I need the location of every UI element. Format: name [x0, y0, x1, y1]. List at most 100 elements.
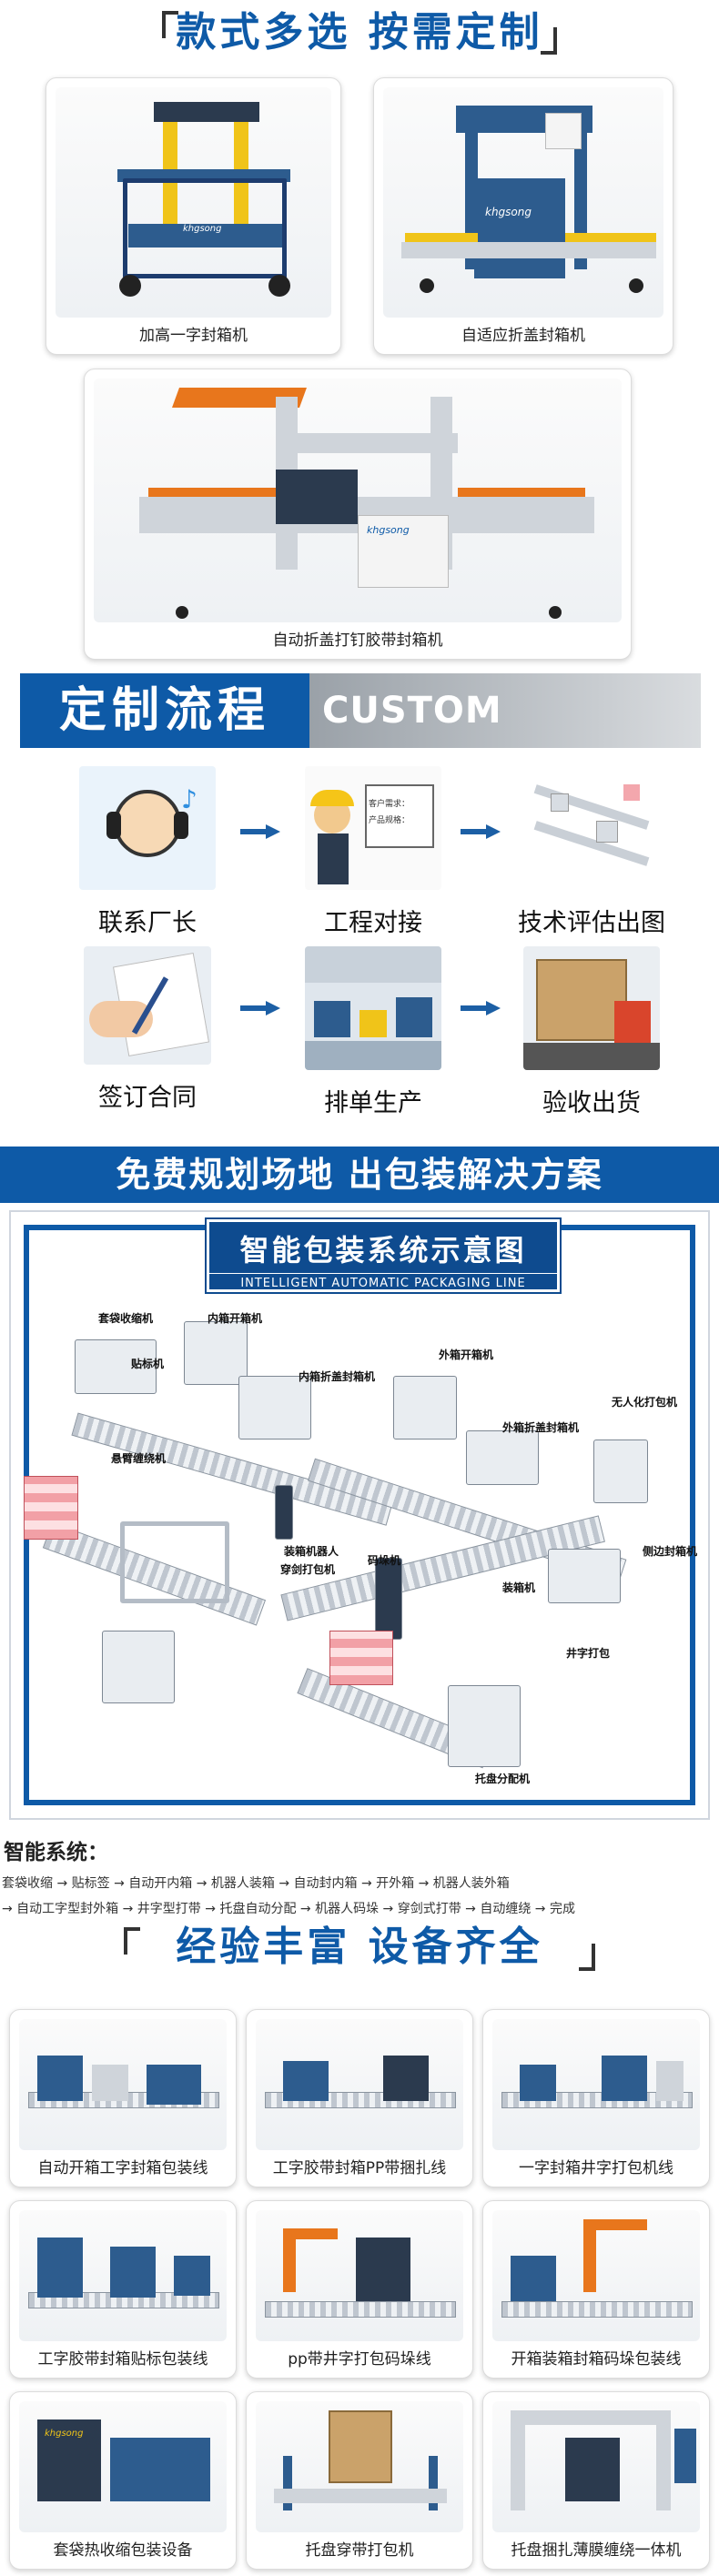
- line-caption: 一字封箱井字打包机线: [519, 2159, 673, 2177]
- diagram-label: 无人化打包机: [612, 1396, 678, 1409]
- system-flow-line-1: 套袋收缩 → 贴标签 → 自动开内箱 → 机器人装箱 → 自动封内箱 → 开外箱…: [2, 1876, 510, 1891]
- step-label: 排单生产: [324, 1089, 422, 1117]
- diagram-label: 装箱机: [502, 1581, 536, 1594]
- line-caption: pp带井字打包码垛线: [288, 2350, 431, 2369]
- factory-production-icon: [305, 946, 441, 1070]
- section-heading-styles-text: 款式多选 按需定制: [176, 9, 543, 56]
- contract-signing-icon: [84, 946, 211, 1065]
- diagram-label: 外箱折盖封箱机: [502, 1421, 580, 1434]
- line-caption: 自动开箱工字封箱包装线: [37, 2159, 208, 2177]
- engineer-presentation-icon: 客户需求： 产品规格：: [305, 766, 441, 890]
- step-label: 联系厂长: [98, 909, 197, 937]
- bracket-right-icon: [579, 1944, 595, 1971]
- diagram-title-zh: 智能包装系统示意图: [239, 1233, 527, 1268]
- line-card-9[interactable]: 托盘捆扎薄膜缠绕一体机: [482, 2391, 710, 2570]
- arrow-right-icon: [461, 824, 502, 839]
- machine-card-raised-sealer[interactable]: khgsong 加高一字封箱机: [46, 77, 341, 355]
- line-image: [492, 2019, 700, 2150]
- line-image: [492, 2401, 700, 2532]
- diagram-label: 内箱折盖封箱机: [299, 1370, 376, 1383]
- brand-logo: khgsong: [485, 206, 532, 218]
- packaging-line-diagram: 智能包装系统示意图 INTELLIGENT AUTOMATIC PACKAGIN…: [9, 1210, 710, 1820]
- line-caption: 开箱装箱封箱码垛包装线: [511, 2350, 682, 2369]
- planning-banner: 免费规划场地 出包装解决方案: [0, 1147, 719, 1203]
- section-heading-experience: 经验丰富 设备齐全: [0, 1922, 719, 1973]
- line-card-7[interactable]: khgsong 套袋热收缩包装设备: [9, 2391, 237, 2570]
- line-image: [256, 2019, 463, 2150]
- brand-logo: khgsong: [45, 2429, 84, 2439]
- process-step-evaluation: 技术评估出图: [501, 766, 683, 938]
- machine-caption: 加高一字封箱机: [139, 327, 248, 345]
- diagram-label: 托盘分配机: [475, 1773, 531, 1785]
- step-label: 技术评估出图: [518, 909, 665, 937]
- brand-logo: khgsong: [367, 524, 410, 536]
- system-title: 智能系统：: [4, 1841, 108, 1864]
- arrow-right-icon: [461, 1001, 502, 1015]
- line-caption: 工字胶带封箱贴标包装线: [37, 2350, 208, 2369]
- process-title-en: CUSTOM PROCESS: [309, 673, 701, 806]
- custom-process-banner: 定制流程 CUSTOM PROCESS: [20, 673, 701, 806]
- line-card-2[interactable]: 工字胶带封箱PP带捆扎线: [246, 2009, 473, 2187]
- process-title-zh: 定制流程: [20, 673, 309, 748]
- line-image: [19, 2210, 227, 2341]
- system-flow-line-2: → 自动工字型封外箱 → 井字型打带 → 托盘自动分配 → 机器人码垛 → 穿剑…: [2, 1902, 575, 1916]
- machine-image: khgsong: [94, 379, 622, 622]
- line-image: khgsong: [19, 2401, 227, 2532]
- line-image: [256, 2210, 463, 2341]
- bracket-left-icon: [124, 1927, 140, 1955]
- section-heading-styles: 款式多选 按需定制: [0, 7, 719, 58]
- line-caption: 托盘捆扎薄膜缠绕一体机: [511, 2541, 682, 2560]
- shipping-truck-icon: [523, 946, 660, 1070]
- diagram-label: 码垛机: [368, 1554, 401, 1567]
- technical-drawing-icon: [523, 766, 660, 890]
- diagram-title: 智能包装系统示意图 INTELLIGENT AUTOMATIC PACKAGIN…: [205, 1217, 562, 1304]
- process-step-contact: ♪ 联系厂长: [56, 766, 238, 938]
- section-heading-experience-text: 经验丰富 设备齐全: [176, 1924, 543, 1970]
- diagram-label: 穿剑打包机: [280, 1563, 336, 1576]
- machine-caption: 自适应折盖封箱机: [461, 327, 585, 345]
- line-image: [256, 2401, 463, 2532]
- machine-image: khgsong: [383, 87, 663, 318]
- step-label: 签订合同: [98, 1084, 197, 1112]
- diagram-label: 套袋收缩机: [98, 1312, 154, 1325]
- diagram-label: 外箱开箱机: [439, 1349, 494, 1361]
- diagram-label: 装箱机器人: [284, 1545, 339, 1558]
- line-caption: 工字胶带封箱PP带捆扎线: [272, 2159, 447, 2177]
- arrow-right-icon: [240, 1001, 282, 1015]
- process-step-contract: 签订合同: [56, 946, 238, 1113]
- process-step-engineering: 客户需求： 产品规格： 工程对接: [282, 766, 464, 938]
- diagram-label: 内箱开箱机: [208, 1312, 263, 1325]
- board-text-1: 客户需求：: [369, 800, 410, 809]
- line-card-8[interactable]: 托盘穿带打包机: [246, 2391, 473, 2570]
- bracket-left-icon: [162, 11, 178, 38]
- process-step-production: 排单生产: [282, 946, 464, 1118]
- brand-logo: khgsong: [183, 224, 222, 234]
- line-card-3[interactable]: 一字封箱井字打包机线: [482, 2009, 710, 2187]
- headset-support-icon: ♪: [79, 766, 216, 890]
- diagram-title-en: INTELLIGENT AUTOMATIC PACKAGING LINE DIA…: [209, 1273, 557, 1304]
- line-caption: 托盘穿带打包机: [305, 2541, 414, 2560]
- diagram-label: 贴标机: [131, 1358, 165, 1370]
- line-caption: 套袋热收缩包装设备: [53, 2541, 193, 2560]
- line-card-6[interactable]: 开箱装箱封箱码垛包装线: [482, 2200, 710, 2379]
- line-card-4[interactable]: 工字胶带封箱贴标包装线: [9, 2200, 237, 2379]
- machine-caption: 自动折盖打钉胶带封箱机: [272, 631, 443, 650]
- bracket-right-icon: [541, 27, 557, 55]
- step-label: 工程对接: [324, 909, 422, 937]
- process-step-shipping: 验收出货: [501, 946, 683, 1118]
- line-image: [19, 2019, 227, 2150]
- line-card-5[interactable]: pp带井字打包码垛线: [246, 2200, 473, 2379]
- line-image: [492, 2210, 700, 2341]
- diagram-label: 悬臂缠绕机: [111, 1452, 167, 1465]
- machine-card-auto-fold-stapler[interactable]: khgsong 自动折盖打钉胶带封箱机: [84, 369, 632, 660]
- machine-card-adaptive-sealer[interactable]: khgsong 自适应折盖封箱机: [373, 77, 673, 355]
- diagram-label: 侧边封箱机: [643, 1545, 698, 1558]
- diagram-label: 井字打包: [566, 1647, 611, 1660]
- machine-image: khgsong: [56, 87, 331, 318]
- board-text-2: 产品规格：: [369, 816, 410, 825]
- arrow-right-icon: [240, 824, 282, 839]
- system-flow: 智能系统： 套袋收缩 → 贴标签 → 自动开内箱 → 机器人装箱 → 自动封内箱…: [0, 1834, 719, 1922]
- step-label: 验收出货: [542, 1089, 641, 1117]
- line-card-1[interactable]: 自动开箱工字封箱包装线: [9, 2009, 237, 2187]
